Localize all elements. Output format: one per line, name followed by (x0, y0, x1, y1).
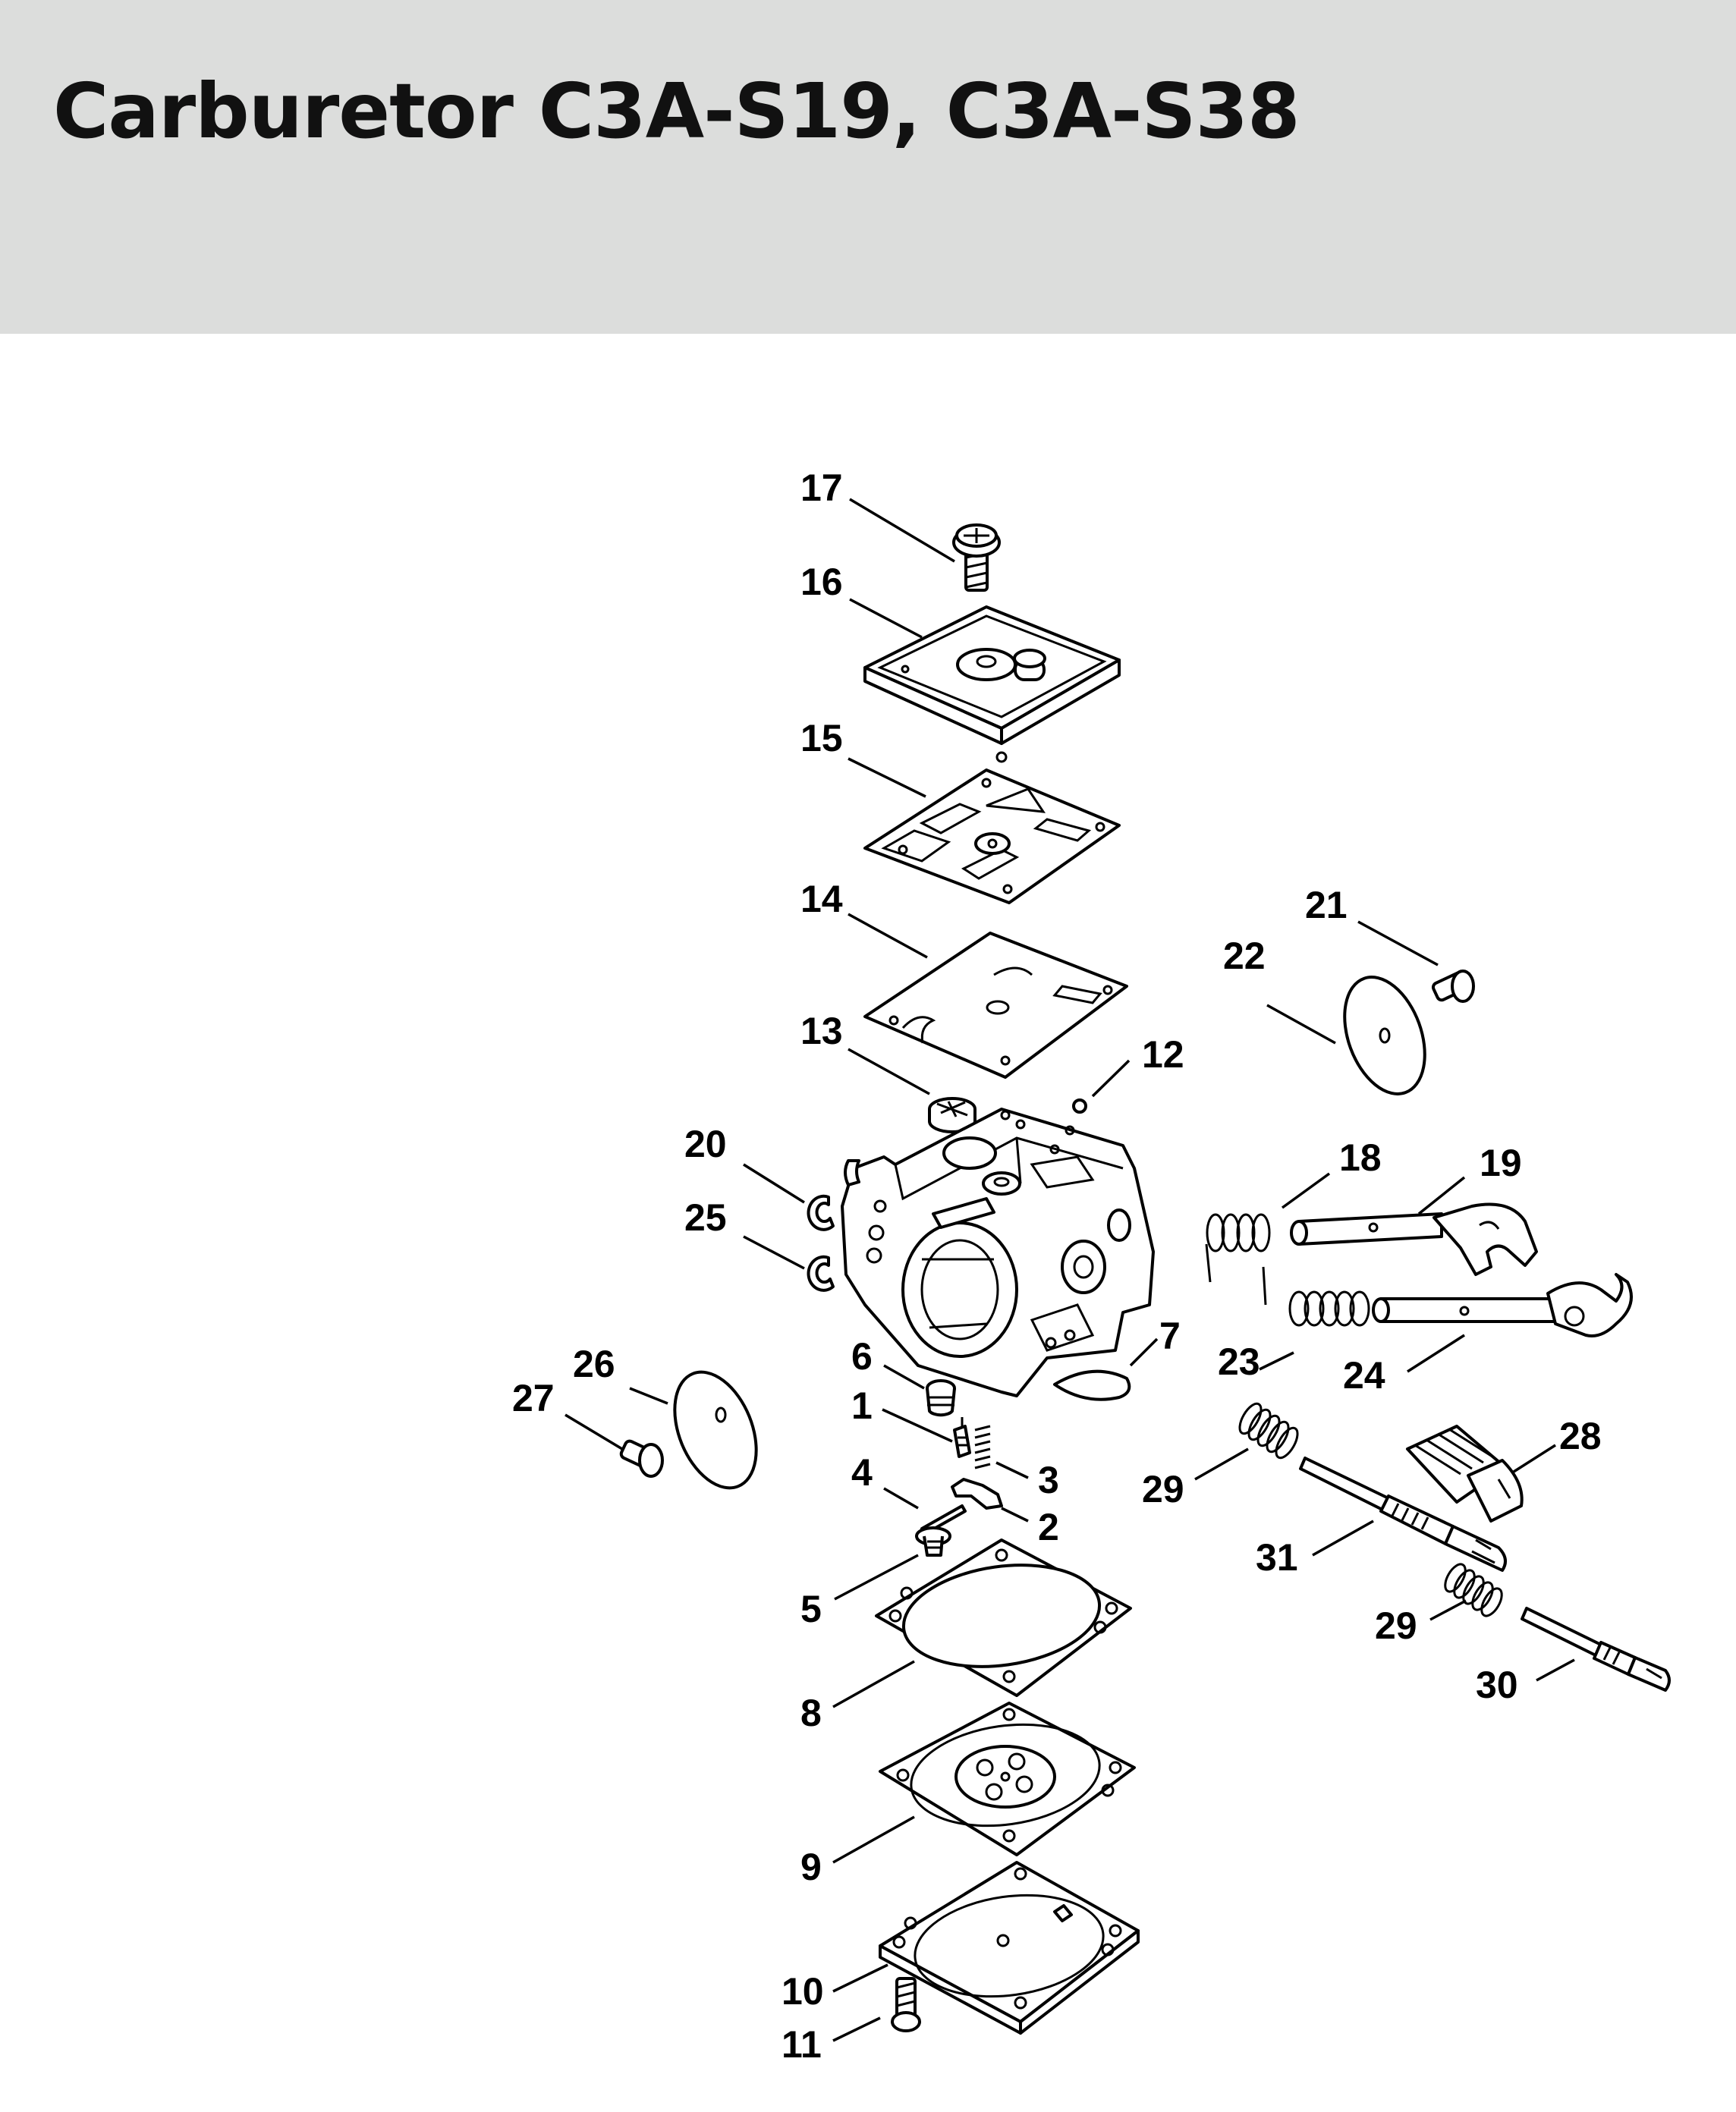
part-9-metering-diaphragm (879, 1702, 1136, 1856)
label-1: 1 (851, 1384, 873, 1427)
label-29-upper: 29 (1142, 1468, 1184, 1510)
label-28: 28 (1559, 1415, 1602, 1457)
part-11-screw (891, 1977, 921, 2032)
label-22: 22 (1223, 935, 1266, 977)
part-30-needle (1521, 1607, 1671, 1692)
part-12-ball (1072, 1098, 1087, 1114)
part-29-spring-lower (1444, 1563, 1503, 1617)
leader-lines (565, 498, 1575, 2042)
part-26-plate (673, 1370, 758, 1490)
label-4: 4 (851, 1451, 873, 1494)
part-7-flap (1053, 1369, 1131, 1401)
part-15-gasket (863, 768, 1121, 904)
label-7: 7 (1159, 1315, 1181, 1357)
part-18-spring (1205, 1213, 1271, 1283)
part-23-spring (1262, 1266, 1370, 1327)
part-19-throttle-shaft (1290, 1202, 1538, 1276)
part-1-inlet-needle (953, 1417, 971, 1458)
label-10: 10 (782, 1970, 824, 2013)
part-3-spring (974, 1425, 991, 1469)
part-28-limiter-cap (1406, 1425, 1524, 1523)
label-25: 25 (684, 1196, 727, 1239)
part-6-fitting (926, 1379, 956, 1417)
part-17-screw (952, 523, 1001, 592)
label-13: 13 (800, 1010, 843, 1052)
part-2-inlet-lever (951, 1478, 1003, 1510)
part-14-diaphragm (863, 932, 1128, 1079)
label-3: 3 (1038, 1459, 1059, 1501)
part-labels: 17 16 15 14 13 12 20 25 21 22 18 19 23 2… (512, 467, 1602, 2066)
part-29-spring-upper (1238, 1402, 1299, 1460)
part-24-choke-shaft (1372, 1273, 1633, 1337)
label-14: 14 (800, 878, 843, 920)
label-15: 15 (800, 717, 843, 759)
part-31-needle (1299, 1457, 1507, 1572)
label-31: 31 (1256, 1536, 1298, 1579)
label-29-lower: 29 (1375, 1604, 1417, 1647)
label-5: 5 (800, 1588, 822, 1630)
label-2: 2 (1038, 1506, 1059, 1548)
part-25-clip (807, 1255, 835, 1292)
label-17: 17 (800, 467, 843, 509)
part-22-plate (1343, 976, 1426, 1095)
part-8-gasket (875, 1538, 1132, 1697)
label-27: 27 (512, 1377, 555, 1419)
label-8: 8 (800, 1692, 822, 1734)
part-27-screw (619, 1439, 664, 1478)
page-title: Carburetor C3A-S19, C3A-S38 (53, 67, 1300, 156)
label-24: 24 (1343, 1354, 1385, 1397)
part-20-clip (807, 1194, 835, 1231)
label-6: 6 (851, 1335, 873, 1378)
label-18: 18 (1339, 1136, 1382, 1179)
part-5-screw (915, 1526, 951, 1557)
label-30: 30 (1476, 1664, 1518, 1706)
header-banner: Carburetor C3A-S19, C3A-S38 (0, 0, 1736, 334)
label-19: 19 (1480, 1142, 1522, 1184)
label-16: 16 (800, 561, 843, 603)
part-13-strainer (928, 1097, 976, 1133)
label-9: 9 (800, 1846, 822, 1888)
label-26: 26 (573, 1343, 615, 1385)
label-12: 12 (1142, 1033, 1184, 1076)
label-11: 11 (782, 2023, 822, 2066)
part-10-metering-cover (879, 1861, 1140, 2035)
carburetor-body (841, 1108, 1155, 1397)
part-21-screw (1431, 970, 1475, 1003)
label-20: 20 (684, 1123, 727, 1165)
part-16-cover (863, 605, 1121, 763)
label-21: 21 (1305, 884, 1348, 926)
label-23: 23 (1218, 1340, 1260, 1383)
